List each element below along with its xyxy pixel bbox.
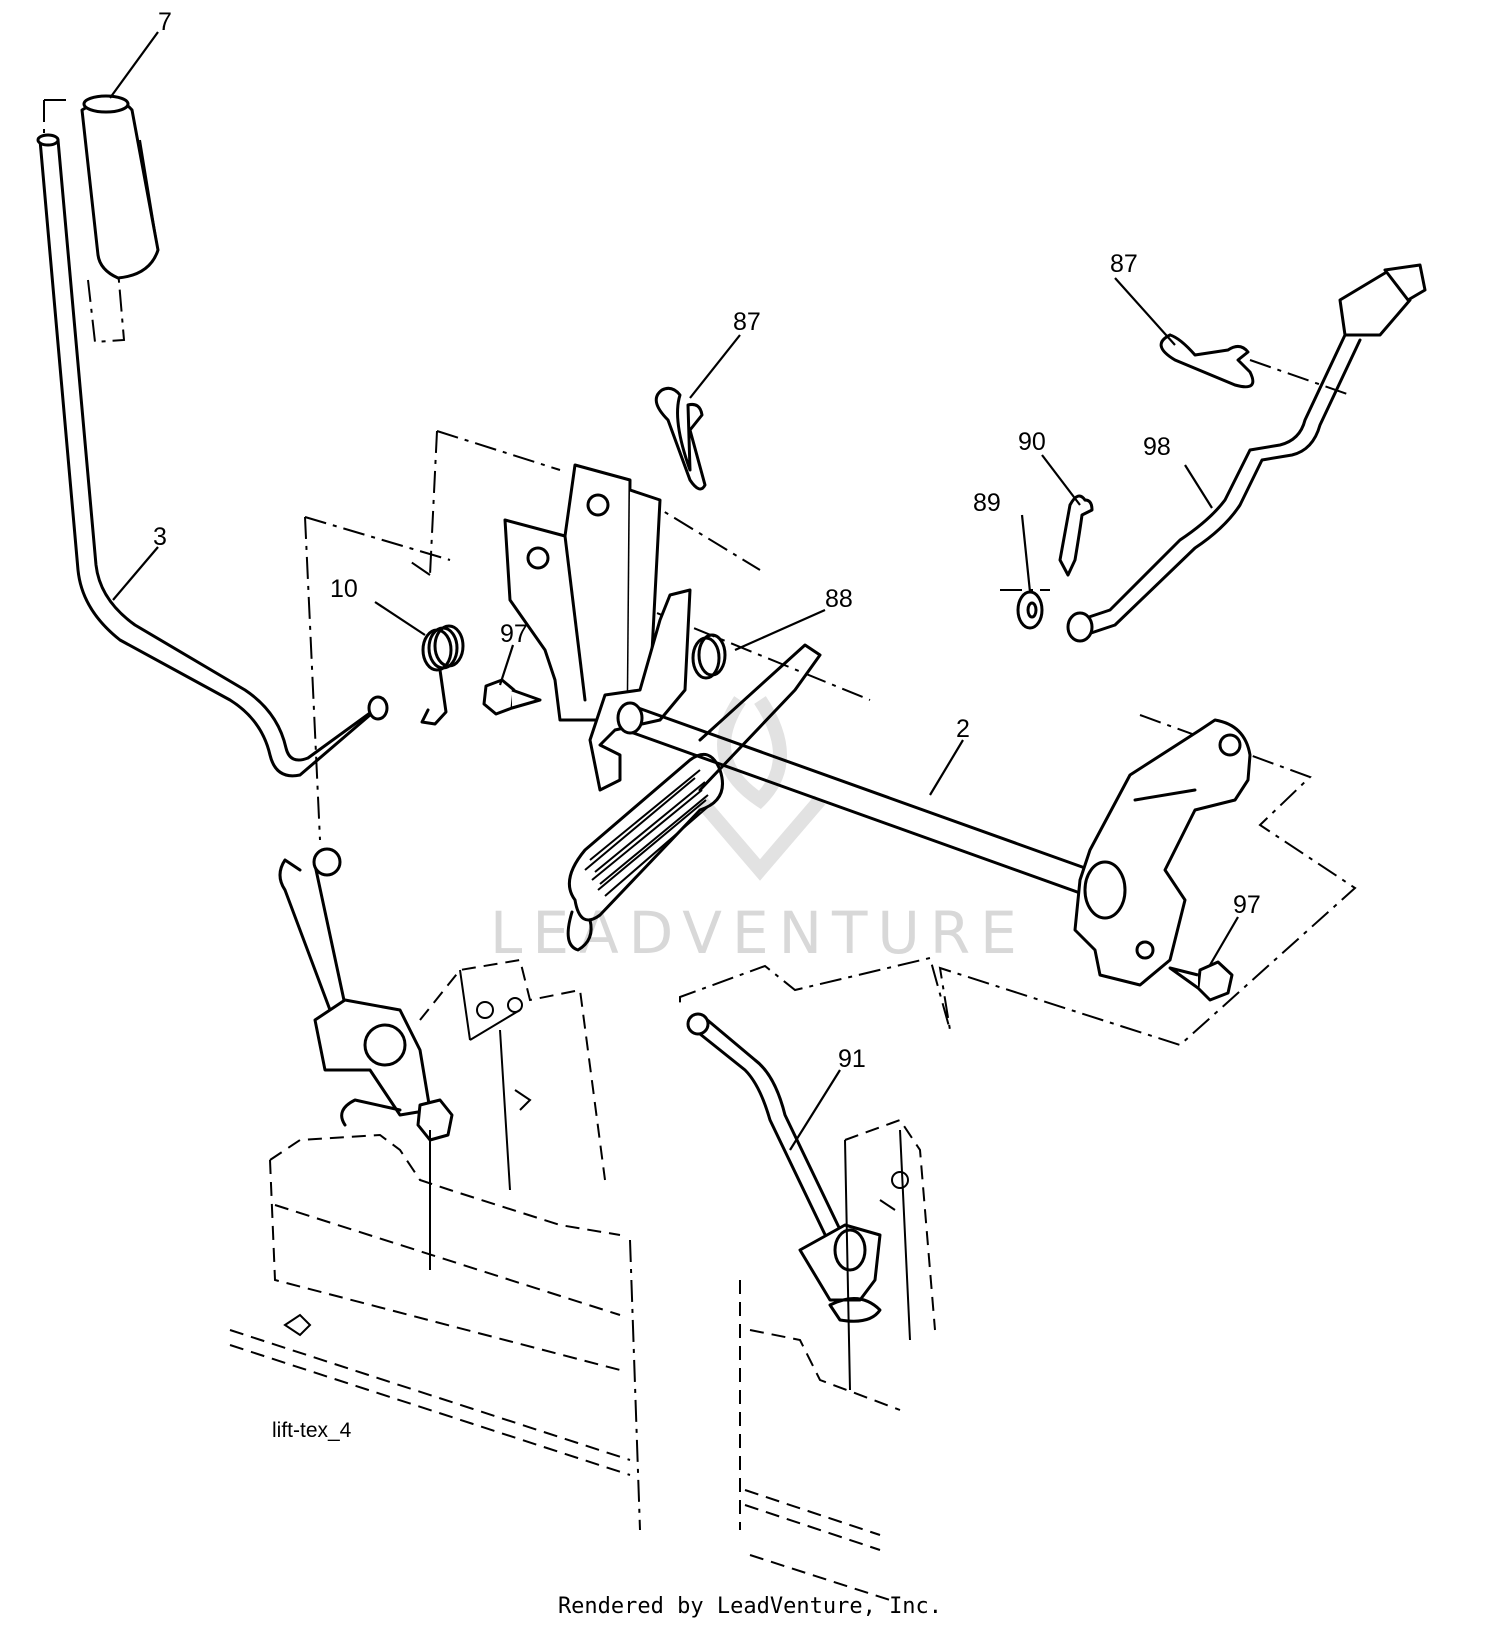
drawing-reference-label: lift-tex_4: [272, 1419, 352, 1442]
flat-washer-part-89: [1016, 590, 1044, 630]
callout-89: 89: [973, 489, 1001, 517]
right-lift-arm-bracket: [1073, 718, 1252, 987]
callout-3: 3: [153, 523, 167, 551]
callout-87-center: 87: [733, 308, 761, 336]
hex-bolt-part-97-lower: [1168, 960, 1234, 1002]
callout-10: 10: [330, 575, 358, 603]
callout-91: 91: [838, 1045, 866, 1073]
callout-88: 88: [825, 585, 853, 613]
assembly-outline-right: [679, 359, 1357, 1047]
watermark: LEADVENTURE: [490, 899, 1027, 967]
callout-98: 98: [1143, 433, 1171, 461]
center-mount-bracket: [503, 463, 662, 722]
mower-deck-housing: [229, 1133, 901, 1601]
watermark-logo: [694, 696, 826, 881]
extension-spring-part-88: [566, 643, 822, 952]
callout-leaders: [109, 31, 1239, 1151]
handle-grip-part-7: [43, 94, 160, 344]
hair-pin-clip-part-87-center: [654, 386, 707, 491]
left-side-plate: [419, 958, 606, 1270]
hair-pin-clip-part-87-right: [1159, 333, 1255, 389]
callout-90: 90: [1018, 428, 1046, 456]
lift-lever-rod-part-3: [36, 133, 389, 778]
callout-2: 2: [956, 715, 970, 743]
right-side-plate: [844, 1118, 936, 1391]
callout-7: 7: [158, 8, 172, 36]
spring-clip-part-90: [1058, 494, 1094, 577]
torsion-spring-part-10: [420, 624, 465, 726]
callout-97-lower: 97: [1233, 891, 1261, 919]
pivot-bracket: [588, 588, 727, 792]
callout-97-upper: 97: [500, 620, 528, 648]
lift-link-part-91: [686, 1012, 882, 1323]
render-credit: Rendered by LeadVenture, Inc.: [557, 1594, 943, 1619]
threaded-rod-part-98: [1066, 263, 1427, 643]
left-lift-link: [278, 847, 454, 1142]
callout-87-right: 87: [1110, 250, 1138, 278]
lift-shaft-part-2: [616, 701, 1087, 895]
hex-bolt-part-97-upper: [482, 678, 542, 716]
